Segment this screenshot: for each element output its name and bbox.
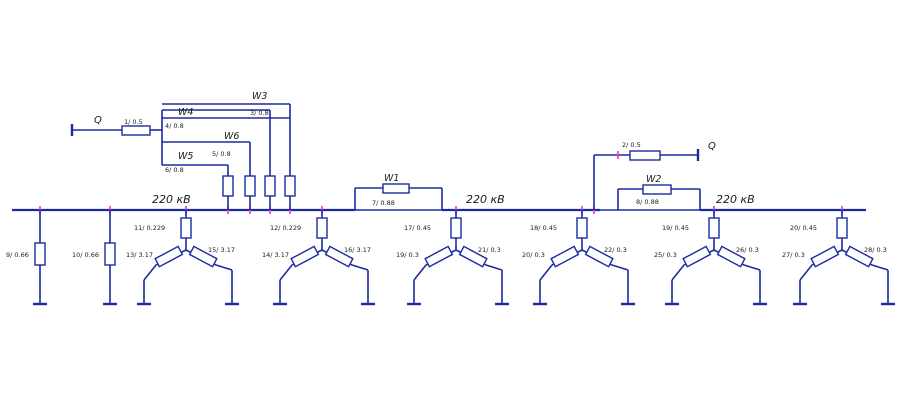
transformer-4-top-value: 18/ 0.45 <box>530 224 557 232</box>
transformer-6-left-value: 27/ 0.3 <box>782 251 805 259</box>
w2-value: 8/ 0.88 <box>636 198 659 206</box>
transformer-3-left-value: 19/ 0.3 <box>396 251 419 259</box>
transformer-5-right-value: 26/ 0.3 <box>736 246 759 254</box>
w3-value: 3/ 0.8 <box>250 109 269 117</box>
bus-label-1: 220 кВ <box>152 193 191 206</box>
right-source-value: 2/ 0.5 <box>622 141 641 149</box>
transformer-1-top-value: 11/ 0.229 <box>134 224 165 232</box>
w1-value: 7/ 0.88 <box>372 199 395 207</box>
left-source-label: Q <box>94 115 102 126</box>
transformer-2: 12/ 0.229 14/ 3.17 16/ 3.17 <box>262 210 375 306</box>
w1-name: W1 <box>384 173 399 184</box>
w6-name: W6 <box>224 131 239 142</box>
left-source-group: Q 1/ 0.5 W3 3/ 0.8 W4 4/ 0.8 W6 5/ 0.8 W… <box>70 91 296 210</box>
transformer-4-right-value: 22/ 0.3 <box>604 246 627 254</box>
shunt-1-value: 9/ 0.66 <box>6 251 29 259</box>
transformer-6-top-value: 20/ 0.45 <box>790 224 817 232</box>
transformer-2-top-value: 12/ 0.229 <box>270 224 301 232</box>
transformer-6-right-value: 28/ 0.3 <box>864 246 887 254</box>
right-source-label: Q <box>708 141 716 152</box>
w5-name: W5 <box>178 151 193 162</box>
transformer-5-left-value: 25/ 0.3 <box>654 251 677 259</box>
w6-value: 5/ 0.8 <box>212 150 231 158</box>
shunt-2: 10/ 0.66 <box>72 210 117 306</box>
bus-label-3: 220 кВ <box>716 193 755 206</box>
left-source-resistor <box>121 125 151 136</box>
w5-value: 6/ 0.8 <box>165 166 184 174</box>
transformers: 11/ 0.229 13/ 3.17 15/ 3.17 12/ 0.229 14/ 3.… <box>126 210 895 306</box>
transformer-4: 18/ 0.45 20/ 0.3 22/ 0.3 <box>522 210 635 306</box>
right-source-group: 2/ 0.5 Q <box>593 141 716 210</box>
transformer-5: 19/ 0.45 25/ 0.3 26/ 0.3 <box>654 210 767 306</box>
transformer-6: 20/ 0.45 27/ 0.3 28/ 0.3 <box>782 210 895 306</box>
transformer-3-top-value: 17/ 0.45 <box>404 224 431 232</box>
w4-name: W4 <box>178 107 193 118</box>
transformer-4-left-value: 20/ 0.3 <box>522 251 545 259</box>
transformer-5-top-value: 19/ 0.45 <box>662 224 689 232</box>
transformer-2-left-value: 14/ 3.17 <box>262 251 289 259</box>
line-w1: W1 7/ 0.88 <box>354 173 443 210</box>
w3-name: W3 <box>252 91 267 102</box>
left-source-value: 1/ 0.5 <box>124 118 143 126</box>
transformer-2-right-value: 16/ 3.17 <box>344 246 371 254</box>
bus-label-2: 220 кВ <box>466 193 505 206</box>
w4-value: 4/ 0.8 <box>165 122 184 130</box>
transformer-1: 11/ 0.229 13/ 3.17 15/ 3.17 <box>126 210 239 306</box>
transformer-1-right-value: 15/ 3.17 <box>208 246 235 254</box>
transformer-1-left-value: 13/ 3.17 <box>126 251 153 259</box>
transformer-3: 17/ 0.45 19/ 0.3 21/ 0.3 <box>396 210 509 306</box>
w2-name: W2 <box>646 174 661 185</box>
shunt-1: 9/ 0.66 <box>6 210 47 306</box>
shunt-2-value: 10/ 0.66 <box>72 251 99 259</box>
transformer-3-right-value: 21/ 0.3 <box>478 246 501 254</box>
line-w2: W2 8/ 0.88 <box>617 174 701 210</box>
